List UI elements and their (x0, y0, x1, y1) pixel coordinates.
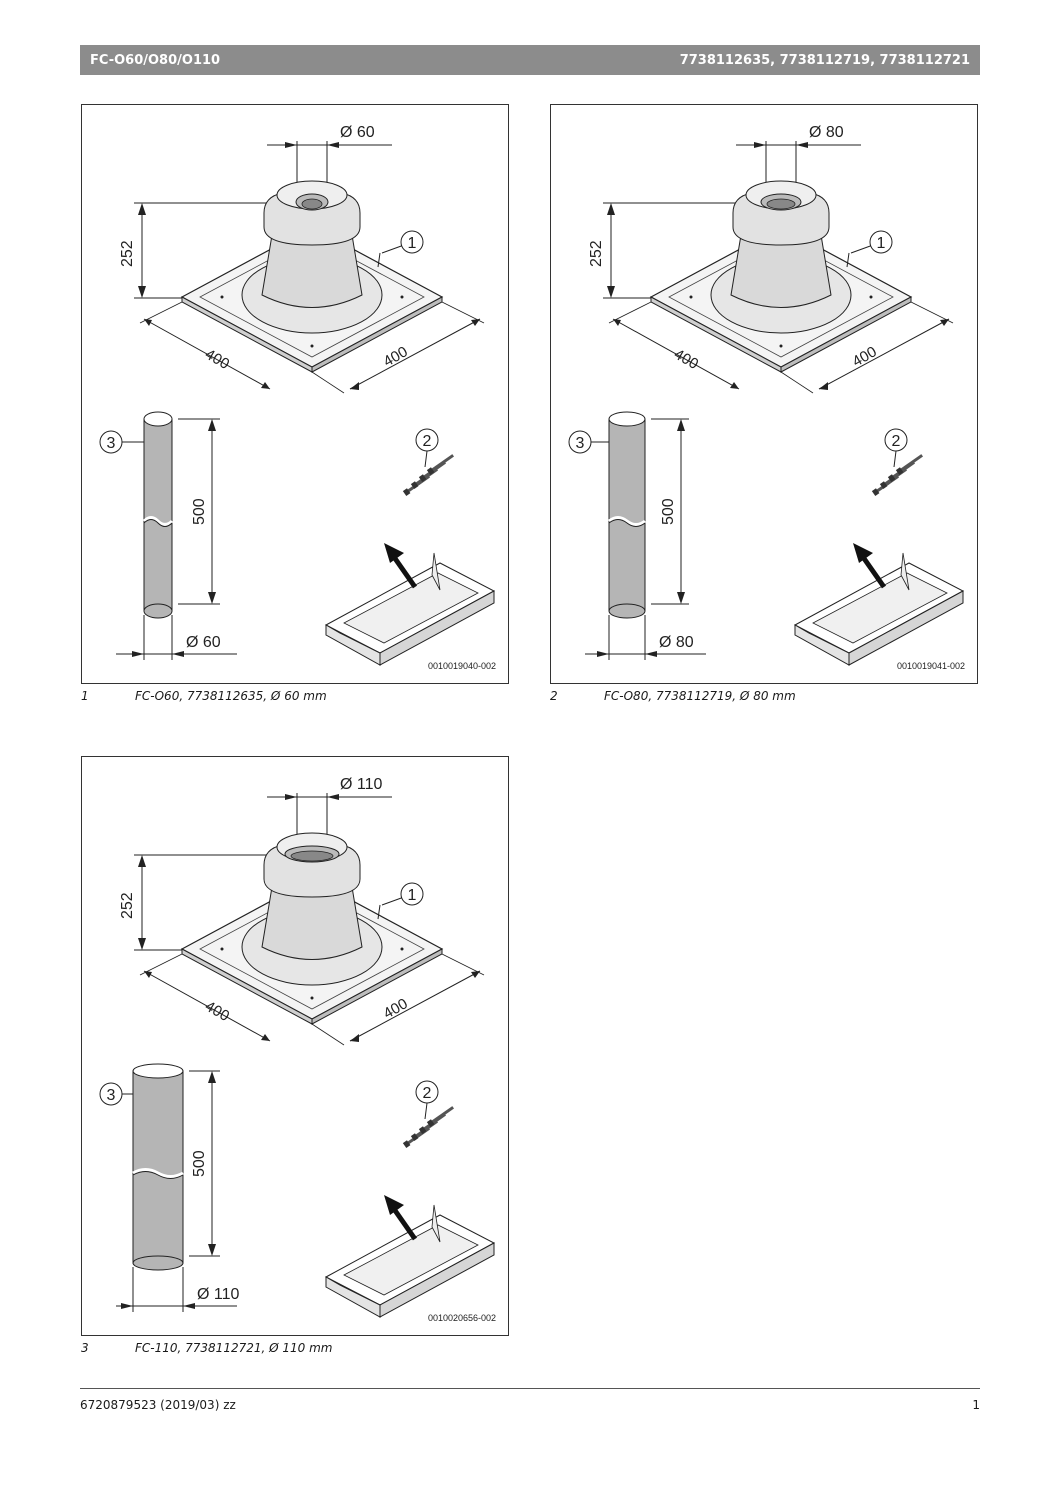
callout-2-label: 2 (423, 433, 432, 450)
pipe (608, 411, 646, 619)
pipe-length-label: 500 (191, 498, 208, 525)
header-title: FC-O60/O80/O110 (90, 52, 221, 68)
pipe-length-dimension: 500 (178, 418, 220, 605)
packaging-box (793, 543, 965, 666)
callout-3-label: 3 (576, 435, 585, 452)
pipe-length-label: 500 (191, 1150, 208, 1177)
caption-number: 1 (81, 689, 89, 703)
pipe-length-dimension: 500 (651, 418, 689, 605)
figure-fc-o80: Ø 80 252 1 (550, 104, 978, 684)
callout-3-label: 3 (107, 435, 116, 452)
footer-doc-id: 6720879523 (2019/03) zz (80, 1398, 236, 1412)
caption-text: FC-O80, 7738112719, Ø 80 mm (604, 689, 796, 703)
callout-1-label: 1 (408, 887, 417, 904)
callout-3-label: 3 (107, 1087, 116, 1104)
pipe-diameter-dimension: Ø 60 (116, 615, 237, 660)
packaging-box (324, 1195, 496, 1318)
caption-text: FC-O60, 7738112635, Ø 60 mm (135, 689, 327, 703)
callout-3: 3 (99, 1082, 133, 1106)
screws (402, 1106, 455, 1148)
width-label-left: 400 (202, 346, 232, 373)
image-code: 0010019041-002 (897, 661, 965, 671)
pipe-length-label: 500 (660, 498, 677, 525)
pipe-diameter-dimension: Ø 110 (116, 1267, 240, 1312)
caption-text: FC-110, 7738112721, Ø 110 mm (135, 1341, 333, 1355)
figure-fc-o60: Ø 60 252 1 (81, 104, 509, 684)
page-header: FC-O60/O80/O110 7738112635, 7738112719, … (80, 45, 980, 75)
callout-2: 2 (884, 428, 908, 468)
top-diameter-dimension: Ø 110 (267, 776, 392, 852)
figure-fc-110: Ø 110 252 1 (81, 756, 509, 1336)
top-diameter-label: Ø 80 (809, 124, 844, 141)
width-label-right: 400 (381, 343, 411, 370)
pipe-length-dimension: 500 (189, 1070, 220, 1257)
screws (871, 454, 924, 496)
image-code: 0010020656-002 (428, 1313, 496, 1323)
height-label: 252 (119, 240, 136, 267)
caption-number: 3 (81, 1341, 89, 1355)
height-label: 252 (119, 892, 136, 919)
flashing-cone (710, 180, 852, 334)
top-diameter-dimension: Ø 60 (267, 124, 392, 200)
footer-divider (80, 1388, 980, 1389)
width-label-left: 400 (671, 346, 701, 373)
callout-1-label: 1 (408, 235, 417, 252)
footer-page-number: 1 (972, 1398, 980, 1412)
screws (402, 454, 455, 496)
pipe-diameter-label: Ø 60 (186, 634, 221, 651)
width-label-right: 400 (381, 995, 411, 1022)
pipe (132, 1063, 184, 1271)
callout-3: 3 (99, 430, 144, 454)
flashing-cone (241, 180, 383, 334)
image-code: 0010019040-002 (428, 661, 496, 671)
pipe (142, 411, 174, 619)
caption-number: 2 (550, 689, 558, 703)
callout-2: 2 (415, 1080, 439, 1120)
callout-3: 3 (568, 430, 609, 454)
pipe-diameter-label: Ø 110 (197, 1286, 240, 1303)
callout-2: 2 (415, 428, 439, 468)
pipe-diameter-dimension: Ø 80 (585, 615, 706, 660)
callout-1-label: 1 (877, 235, 886, 252)
header-part-numbers: 7738112635, 7738112719, 7738112721 (679, 52, 970, 68)
packaging-box (324, 543, 496, 666)
height-label: 252 (588, 240, 605, 267)
pipe-diameter-label: Ø 80 (659, 634, 694, 651)
callout-1: 1 (846, 230, 893, 268)
top-diameter-label: Ø 110 (340, 776, 383, 793)
callout-2-label: 2 (423, 1085, 432, 1102)
width-label-right: 400 (850, 343, 880, 370)
top-diameter-label: Ø 60 (340, 124, 375, 141)
width-label-left: 400 (202, 998, 232, 1025)
callout-1: 1 (377, 882, 424, 920)
callout-2-label: 2 (892, 433, 901, 450)
flashing-cone (241, 832, 383, 986)
callout-1: 1 (377, 230, 424, 268)
